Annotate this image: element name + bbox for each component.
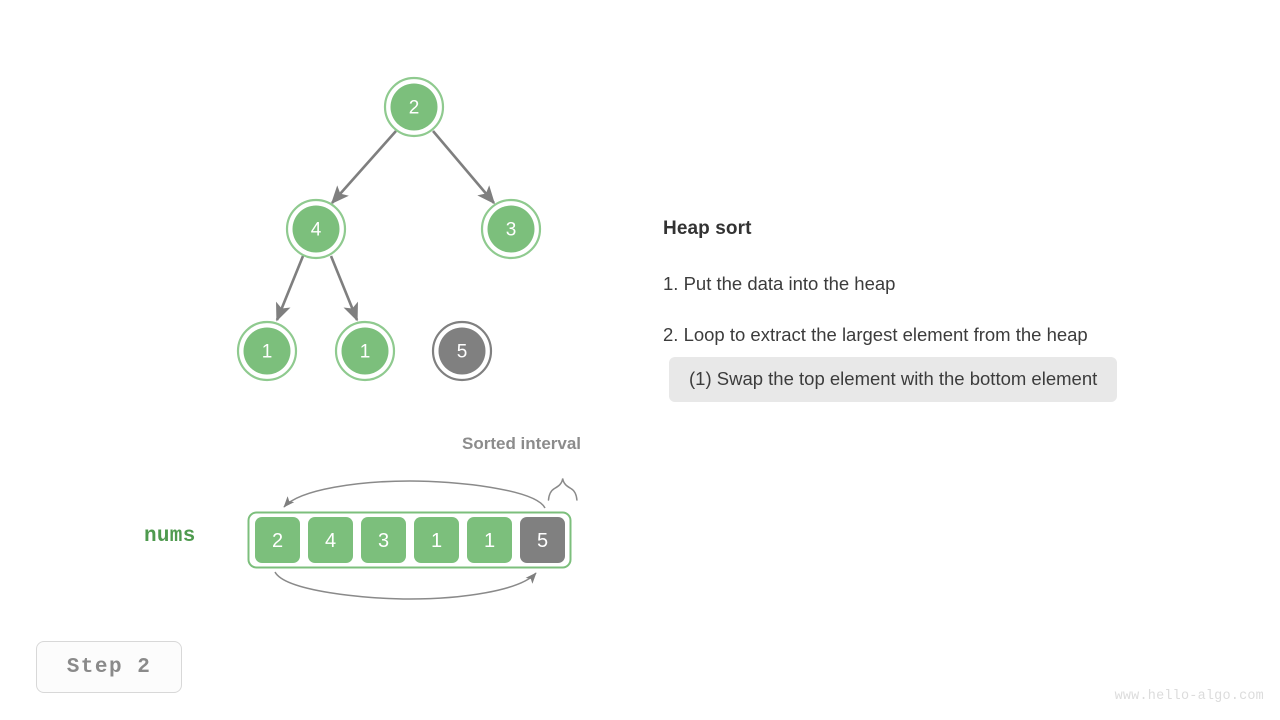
step-badge: Step 2 bbox=[36, 641, 182, 693]
cell-box bbox=[255, 517, 300, 563]
node-label: 1 bbox=[360, 342, 371, 363]
node-ring bbox=[431, 320, 493, 382]
cell-box bbox=[414, 517, 459, 563]
node-body bbox=[438, 327, 486, 375]
node-label: 4 bbox=[311, 220, 322, 241]
cell-box bbox=[361, 517, 406, 563]
array-cell-3[interactable]: 1 bbox=[414, 517, 459, 563]
page-title: Heap sort bbox=[663, 218, 752, 239]
node-label: 1 bbox=[262, 342, 273, 363]
node-label: 3 bbox=[506, 220, 517, 241]
cell-box bbox=[467, 517, 512, 563]
node-ring bbox=[334, 320, 396, 382]
step-badge-label: Step 2 bbox=[66, 655, 152, 679]
tree-edge-n1-n3 bbox=[275, 255, 305, 322]
cell-value: 1 bbox=[431, 530, 442, 552]
tree-edges bbox=[275, 130, 496, 322]
node-ring bbox=[480, 198, 542, 260]
swap-arrows bbox=[274, 480, 546, 600]
cell-value: 3 bbox=[378, 530, 389, 552]
sorted-interval-brace bbox=[547, 478, 578, 501]
node-body bbox=[487, 205, 535, 253]
watermark: www.hello-algo.com bbox=[1114, 689, 1264, 704]
tree-node-n1[interactable]: 4 bbox=[285, 198, 347, 260]
array-cell-5-sorted[interactable]: 5 bbox=[520, 517, 565, 563]
step-2-text: 2. Loop to extract the largest element f… bbox=[663, 324, 1088, 345]
array-cell-2[interactable]: 3 bbox=[361, 517, 406, 563]
step-1-text: 1. Put the data into the heap bbox=[663, 273, 896, 294]
node-label: 5 bbox=[457, 342, 468, 363]
cell-value: 4 bbox=[325, 530, 336, 552]
array-container bbox=[247, 511, 572, 569]
node-label: 2 bbox=[409, 98, 420, 119]
cell-value: 1 bbox=[484, 530, 495, 552]
description-panel: Heap sort 1. Put the data into the heap … bbox=[663, 218, 1263, 402]
node-ring bbox=[236, 320, 298, 382]
node-body bbox=[390, 83, 438, 131]
tree-edge-n0-n2 bbox=[432, 130, 496, 205]
cell-value: 5 bbox=[537, 530, 548, 552]
tree-node-n4[interactable]: 1 bbox=[334, 320, 396, 382]
tree-edge-n1-n4 bbox=[329, 255, 359, 322]
tree-node-n2[interactable]: 3 bbox=[480, 198, 542, 260]
array-cell-0[interactable]: 2 bbox=[255, 517, 300, 563]
cell-box bbox=[308, 517, 353, 563]
swap-arrow-bottom bbox=[274, 571, 537, 600]
tree-node-n5-sorted[interactable]: 5 bbox=[431, 320, 493, 382]
node-body bbox=[292, 205, 340, 253]
node-body bbox=[243, 327, 291, 375]
node-ring bbox=[383, 76, 445, 138]
array-cell-4[interactable]: 1 bbox=[467, 517, 512, 563]
tree-node-n3[interactable]: 1 bbox=[236, 320, 298, 382]
cell-box bbox=[520, 517, 565, 563]
array-cell-1[interactable]: 4 bbox=[308, 517, 353, 563]
tree-edge-n0-n1 bbox=[330, 130, 397, 205]
node-ring bbox=[285, 198, 347, 260]
tree-node-n0[interactable]: 2 bbox=[383, 76, 445, 138]
array-name-label: nums bbox=[144, 525, 196, 548]
swap-arrow-top bbox=[283, 480, 546, 509]
cell-value: 2 bbox=[272, 530, 283, 552]
substep-highlight: (1) Swap the top element with the bottom… bbox=[669, 357, 1118, 402]
sorted-interval-label: Sorted interval bbox=[462, 434, 582, 453]
node-body bbox=[341, 327, 389, 375]
